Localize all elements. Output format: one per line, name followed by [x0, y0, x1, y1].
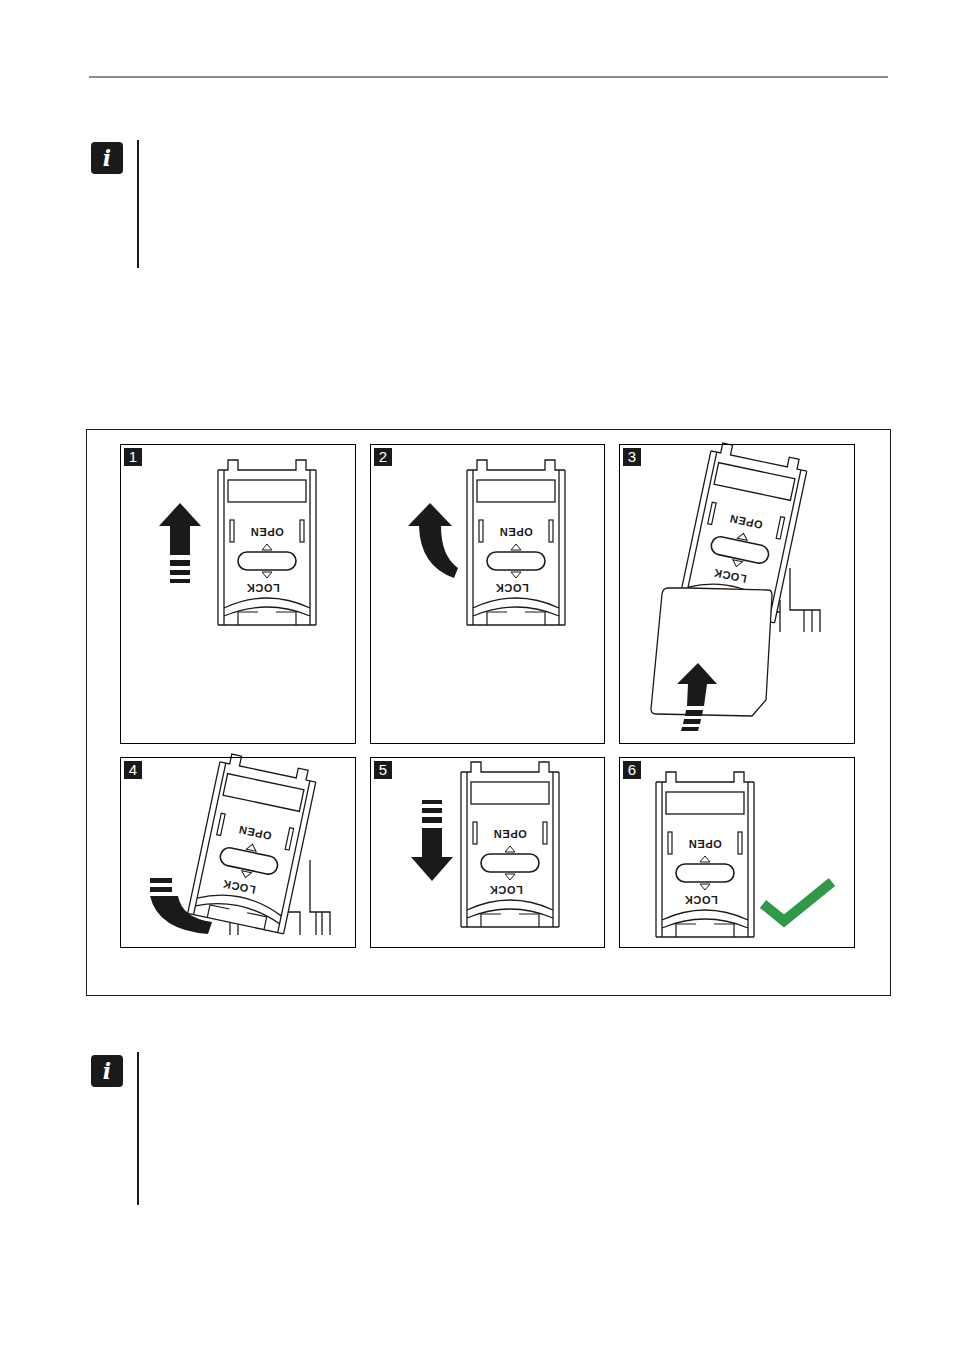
- step-panel: 2: [370, 444, 605, 744]
- switch-marking: LOCK: [246, 582, 280, 594]
- step-panel: 6: [619, 757, 855, 948]
- info-icon-letter: i: [103, 1059, 111, 1083]
- arrow-up: [159, 503, 201, 583]
- switch-marking: LOCK: [489, 884, 523, 896]
- sim-card: [651, 588, 772, 716]
- step-number: 3: [623, 448, 641, 466]
- step-number: 1: [124, 448, 142, 466]
- switch-marking: LOCK: [495, 582, 529, 594]
- step-number: 4: [124, 761, 142, 779]
- note-bar: [137, 140, 139, 268]
- step-panel: 5: [370, 757, 605, 948]
- check-mark: [763, 882, 832, 921]
- switch-marking: OPEN: [688, 838, 722, 850]
- step-panel: 4: [120, 757, 356, 948]
- step-panel: 3: [619, 444, 855, 744]
- arrow-down: [411, 800, 453, 881]
- info-icon-letter: i: [103, 146, 111, 170]
- step-number: 5: [374, 761, 392, 779]
- switch-marking: LOCK: [684, 894, 718, 906]
- switch-marking: OPEN: [250, 526, 284, 538]
- switch-marking: OPEN: [499, 526, 533, 538]
- sim-holder: [467, 460, 565, 625]
- info-icon: [91, 142, 123, 174]
- sim-holder: [461, 762, 559, 927]
- step-number: 6: [623, 761, 641, 779]
- sim-holder: [218, 460, 316, 625]
- switch-marking: OPEN: [493, 828, 527, 840]
- info-icon: [91, 1055, 123, 1087]
- holder-group: [188, 441, 809, 937]
- arrow-curved: [408, 503, 458, 578]
- figure-frame: [87, 430, 891, 996]
- step-number: 2: [374, 448, 392, 466]
- holder-base: [804, 610, 812, 632]
- arrow-up: [677, 663, 717, 731]
- arrow-curved: [150, 878, 212, 934]
- sim-holder: [188, 752, 318, 934]
- sim-holder: [656, 772, 754, 937]
- step-panel: 1: [120, 444, 356, 744]
- rule: [89, 77, 888, 78]
- note-bar: [137, 1052, 139, 1205]
